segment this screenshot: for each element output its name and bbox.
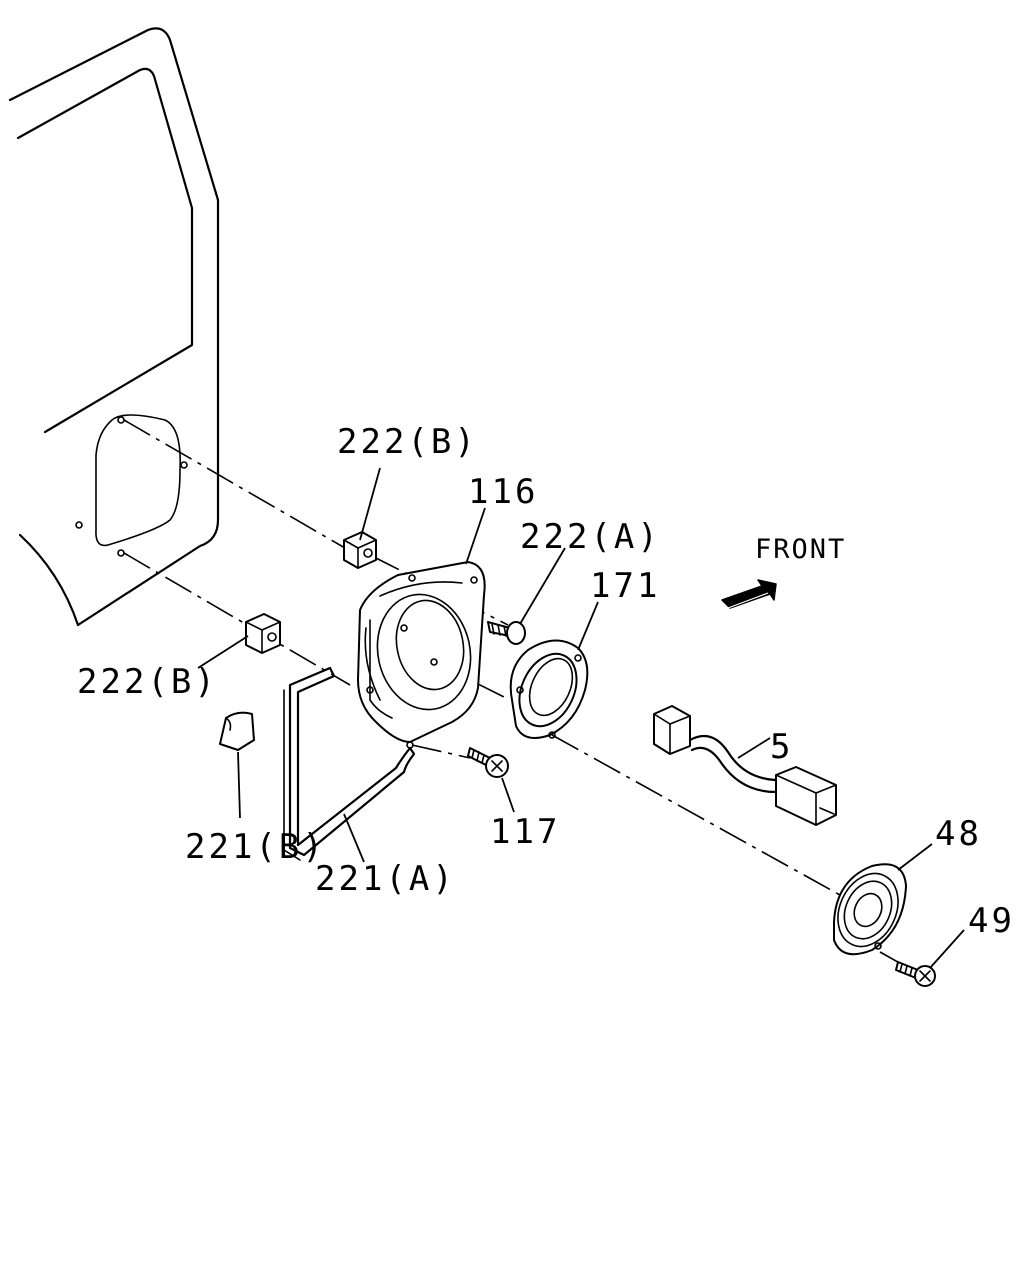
clip-222b-left: [245, 613, 281, 654]
label-221a: 221(A): [315, 859, 456, 899]
label-117: 117: [490, 812, 560, 852]
speaker-48: [833, 863, 907, 956]
door-panel: [8, 27, 220, 627]
screw-49: [895, 961, 936, 987]
label-221b: 221(B): [185, 827, 326, 867]
label-116: 116: [468, 472, 538, 512]
seal-221b: [219, 711, 255, 751]
label-222b-top: 222(B): [337, 422, 478, 462]
speaker-bracket-116: [357, 561, 486, 749]
label-222b-left: 222(B): [77, 662, 218, 702]
label-49: 49: [968, 901, 1015, 941]
screw-222a: [487, 621, 526, 645]
harness-5: [653, 705, 837, 826]
front-arrow-icon: [721, 579, 777, 609]
part-labels: 222(B) 116 222(A) 171 222(B) 5 221(B) 11…: [77, 422, 1015, 941]
label-222a: 222(A): [520, 517, 661, 557]
screw-117: [467, 747, 509, 778]
label-171: 171: [590, 566, 660, 606]
leader-lines: [197, 467, 965, 969]
seal-221a: [283, 666, 416, 861]
label-front: FRONT: [755, 534, 846, 565]
label-48: 48: [935, 814, 982, 854]
ring-171: [509, 639, 589, 739]
label-5: 5: [770, 727, 793, 767]
